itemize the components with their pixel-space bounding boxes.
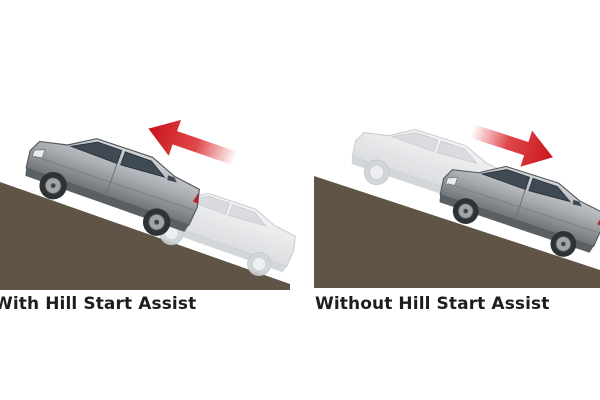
hill-scene-without-assist (314, 111, 600, 288)
with-hill-start-assist-panel: With Hill Start Assist (0, 117, 300, 314)
hill-scene-with-assist (0, 117, 300, 290)
without-hill-start-assist-panel: Without Hill Start Assist (300, 0, 600, 400)
hill-slope (0, 182, 290, 290)
downhill-arrow-icon (469, 124, 553, 167)
caption-with-assist: With Hill Start Assist (0, 294, 197, 314)
uphill-arrow-icon (148, 119, 238, 166)
caption-without-assist: Without Hill Start Assist (315, 294, 550, 314)
hill-slope (314, 176, 600, 288)
